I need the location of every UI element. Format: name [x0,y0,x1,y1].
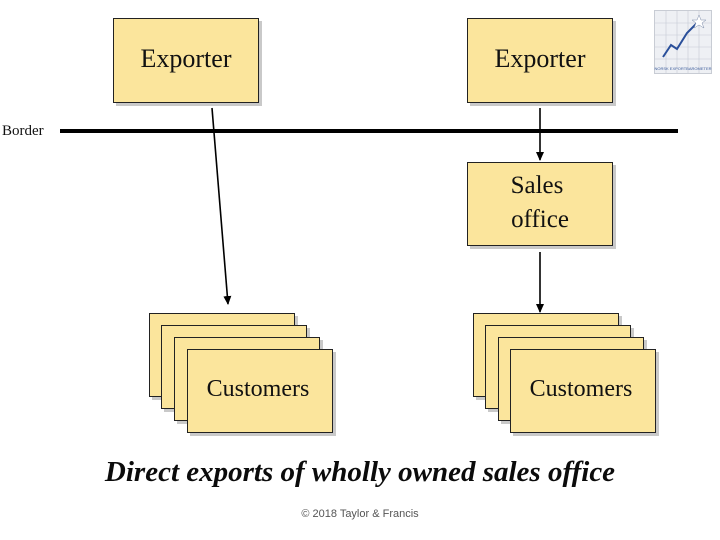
sales-office-box [467,162,613,246]
copyright-text: © 2018 Taylor & Francis [301,508,419,520]
border-label: Border [2,123,44,139]
customers-left-box [187,349,333,433]
exporter-left-box [113,18,259,103]
customers-right-box [510,349,656,433]
barometer-logo [654,10,712,74]
customers-right-label: Customers [529,376,633,402]
arrow-exporter-to-customers [211,107,232,305]
customers-left-label: Customers [206,376,310,402]
exporter-right-label: Exporter [494,44,586,73]
sales-office-label-line1: Sales [510,172,564,199]
exporter-left-label: Exporter [140,44,232,73]
sales-office-label-line2: office [511,206,569,233]
logo-text: NORSK EXPORTBAROMETER [654,66,712,71]
barometer-chart-icon [655,11,711,73]
slide-caption: Direct exports of wholly owned sales off… [104,456,616,488]
exporter-right-box [467,18,613,103]
